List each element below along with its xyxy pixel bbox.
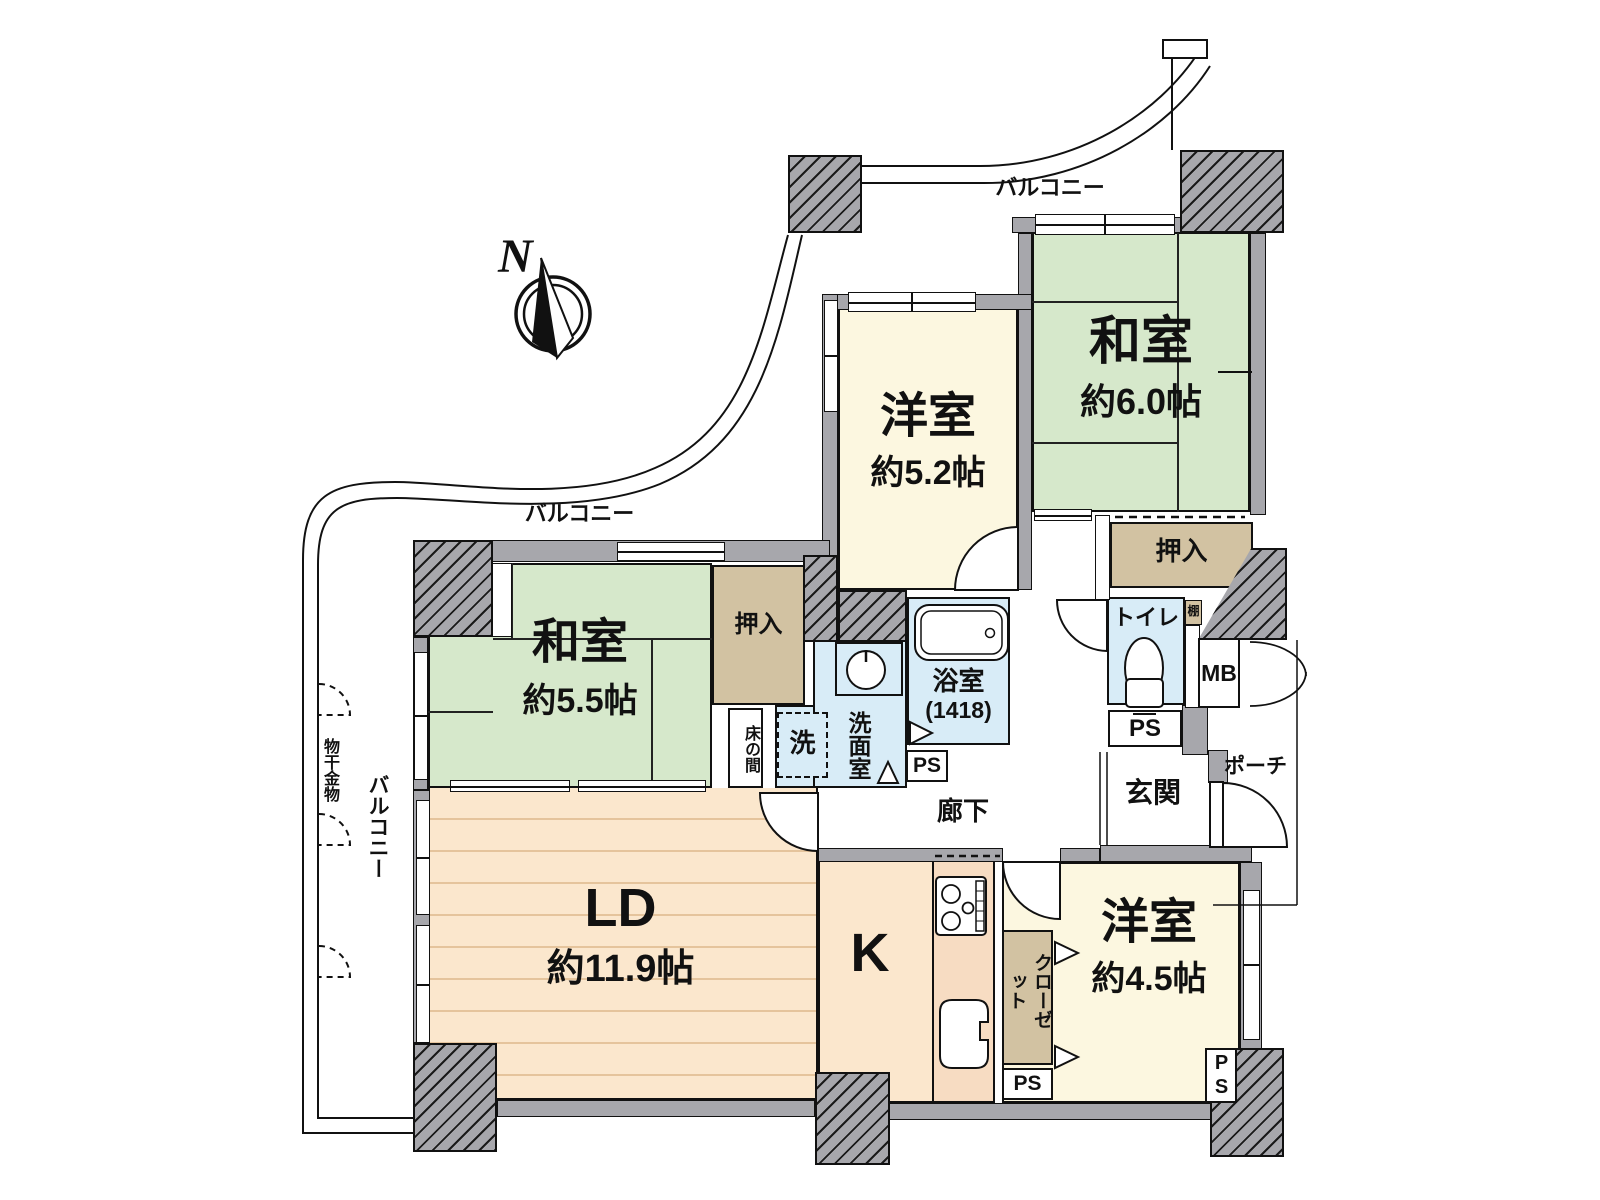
youshitsu45-name: 洋室 <box>1100 896 1197 949</box>
tokonoma-label: 床の間 <box>742 725 759 773</box>
shelf-box <box>1185 600 1202 625</box>
ps-box-bath: PS <box>906 750 948 782</box>
room-youshitsu-52-floor <box>838 308 1018 590</box>
bathroom-size: (1418) <box>925 697 992 723</box>
oshiire-north <box>1110 522 1253 588</box>
washitsu6-size: 約6.0帖 <box>1079 381 1203 422</box>
wall-corridor-south-a <box>818 848 1003 862</box>
tatami-line <box>1177 232 1179 512</box>
wall-corridor-south-b <box>1060 848 1100 862</box>
pillar-bottom-middle <box>815 1072 890 1165</box>
pillar-top-middle <box>788 155 862 233</box>
tatami-line <box>1032 442 1178 444</box>
youshitsu52-size: 約5.2帖 <box>870 454 986 492</box>
oshiire-west-label: 押入 <box>734 611 783 638</box>
genkan-label: 玄関 <box>1124 777 1181 808</box>
slider-washitsu55-ld-b <box>578 780 706 792</box>
youshitsu52-name: 洋室 <box>879 390 976 443</box>
kitchen-name: K <box>850 923 890 983</box>
balcony-left-label: バルコニー <box>366 773 389 879</box>
washitsu6-name: 和室 <box>1088 313 1193 371</box>
genkan-step-lines <box>1099 752 1108 845</box>
window-washitsu55-left <box>414 652 428 780</box>
door-entrance <box>1222 781 1289 848</box>
closet-label: クローゼット <box>1005 953 1052 1029</box>
toilet-label: トイレ <box>1112 605 1179 630</box>
balcony-middle-label: バルコニー <box>524 501 635 526</box>
laundry-hardware-label: 物干金物 <box>321 738 338 802</box>
slider-washitsu6-south <box>1034 509 1092 521</box>
entrance-door-leaf <box>1209 781 1224 848</box>
wall-bottom-right <box>883 1103 1212 1120</box>
tatami-line <box>1218 371 1252 373</box>
ps-bath-label: PS <box>912 754 941 777</box>
window-washitsu6-top <box>1035 214 1175 235</box>
ps-bedroom-label: PS <box>1210 1051 1233 1100</box>
ps-toilet-label: PS <box>1128 714 1161 742</box>
kitchen-counter <box>932 860 995 1103</box>
oshiire-north-label: 押入 <box>1155 536 1208 566</box>
washitsu55-name: 和室 <box>531 616 628 669</box>
ps-closet-label: PS <box>1013 1072 1042 1095</box>
tatami-line <box>1032 301 1178 303</box>
pillar-bath-corner-a <box>803 555 838 642</box>
wall-bottom-ld <box>497 1100 815 1117</box>
wall-right-washitsu6 <box>1250 233 1266 515</box>
washitsu55-size: 約5.5帖 <box>522 682 638 720</box>
slider-washitsu55-ld-a <box>450 780 570 792</box>
pillar-bath-corner-b <box>838 590 907 642</box>
door-toilet <box>1055 599 1108 653</box>
ld-size: 約11.9帖 <box>546 948 695 990</box>
porch-label: ポーチ <box>1224 755 1287 778</box>
mb-box: MB <box>1198 638 1240 708</box>
ld-name: LD <box>584 878 657 938</box>
compass-icon: N <box>497 230 592 361</box>
window-youshitsu45-right <box>1243 890 1260 1040</box>
senmen-label: 洗面室 <box>845 710 871 780</box>
ps-box-toilet: PS <box>1108 710 1182 747</box>
mb-label: MB <box>1201 659 1237 686</box>
shelf-label: 棚 <box>1187 604 1200 618</box>
balcony-railing-top <box>862 39 1211 184</box>
ps-box-bedroom: PS <box>1205 1048 1237 1103</box>
window-youshitsu52-top <box>848 292 976 312</box>
pillar-top-right <box>1180 150 1284 233</box>
room-washitsu-6-floor <box>1032 232 1250 512</box>
youshitsu45-size: 約4.5帖 <box>1091 960 1207 998</box>
balcony-top-label: バルコニー <box>995 175 1105 200</box>
window-washitsu55-top <box>617 542 725 561</box>
ps-box-closet: PS <box>1002 1068 1053 1100</box>
laundry-label: 洗 <box>789 728 816 758</box>
closet-box <box>1002 930 1053 1065</box>
wall-divider-52-6 <box>1018 233 1032 590</box>
wall-entrance-jog-a <box>1182 705 1208 755</box>
compass-north-letter: N <box>497 230 535 283</box>
pillar-bottom-left <box>413 1043 497 1152</box>
window-youshitsu52-left <box>824 300 838 412</box>
mb-doors <box>1249 641 1307 707</box>
bathroom-name: 浴室 <box>932 666 985 696</box>
wall-genkan-south <box>1100 845 1252 862</box>
wall-oshiire-left <box>1095 515 1110 600</box>
rouka-label: 廊下 <box>936 796 989 826</box>
